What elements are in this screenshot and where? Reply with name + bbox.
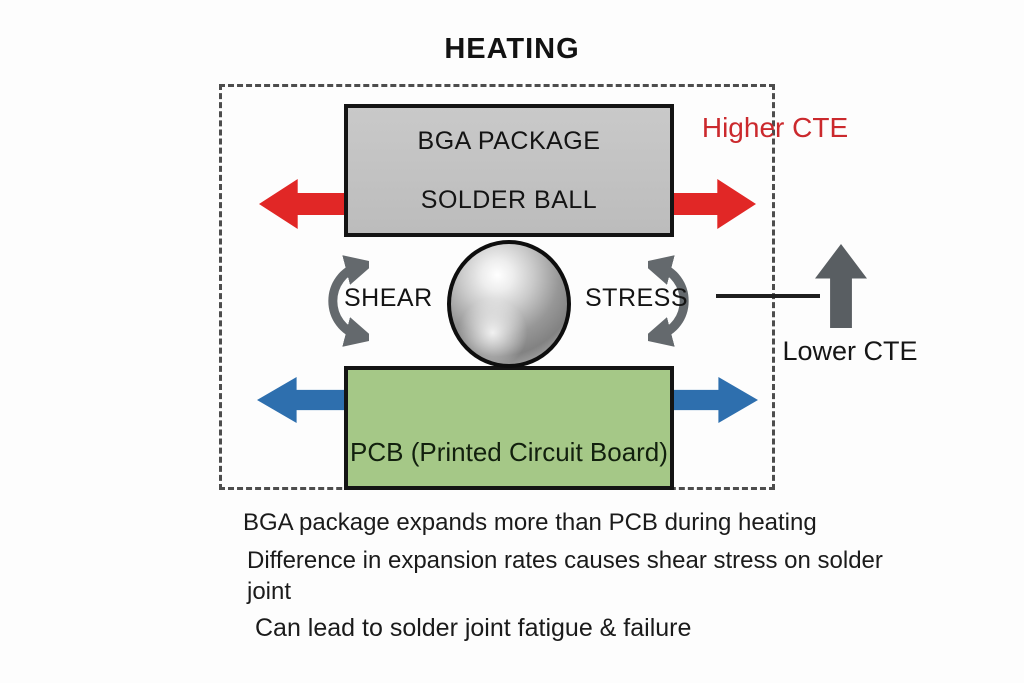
note-fatigue: Can lead to solder joint fatigue & failu… <box>255 614 692 642</box>
note-shear-stress: Difference in expansion rates causes she… <box>247 547 883 605</box>
stress-pointer-line <box>716 294 820 298</box>
bga-package-label: BGA PACKAGE <box>417 126 601 155</box>
shear-label: SHEAR <box>344 284 433 312</box>
stress-label: STRESS <box>585 284 689 312</box>
page-title: HEATING <box>444 33 580 65</box>
shear-curved-arrow-right-icon <box>648 255 689 347</box>
shear-curved-arrow-left-icon <box>328 255 369 347</box>
solder-ball-sphere <box>447 240 571 368</box>
solder-ball-label: SOLDER BALL <box>420 185 598 214</box>
note-expansion: BGA package expands more than PCB during… <box>243 509 817 536</box>
lower-cte-label: Lower CTE <box>782 336 918 366</box>
lower-cte-up-arrow-icon <box>815 244 867 328</box>
pcb-box: PCB (Printed Circuit Board) <box>344 366 674 490</box>
bga-package-box: BGA PACKAGE SOLDER BALL <box>344 104 674 237</box>
pcb-label: PCB (Printed Circuit Board) <box>350 437 668 467</box>
higher-cte-label: Higher CTE <box>701 112 849 143</box>
